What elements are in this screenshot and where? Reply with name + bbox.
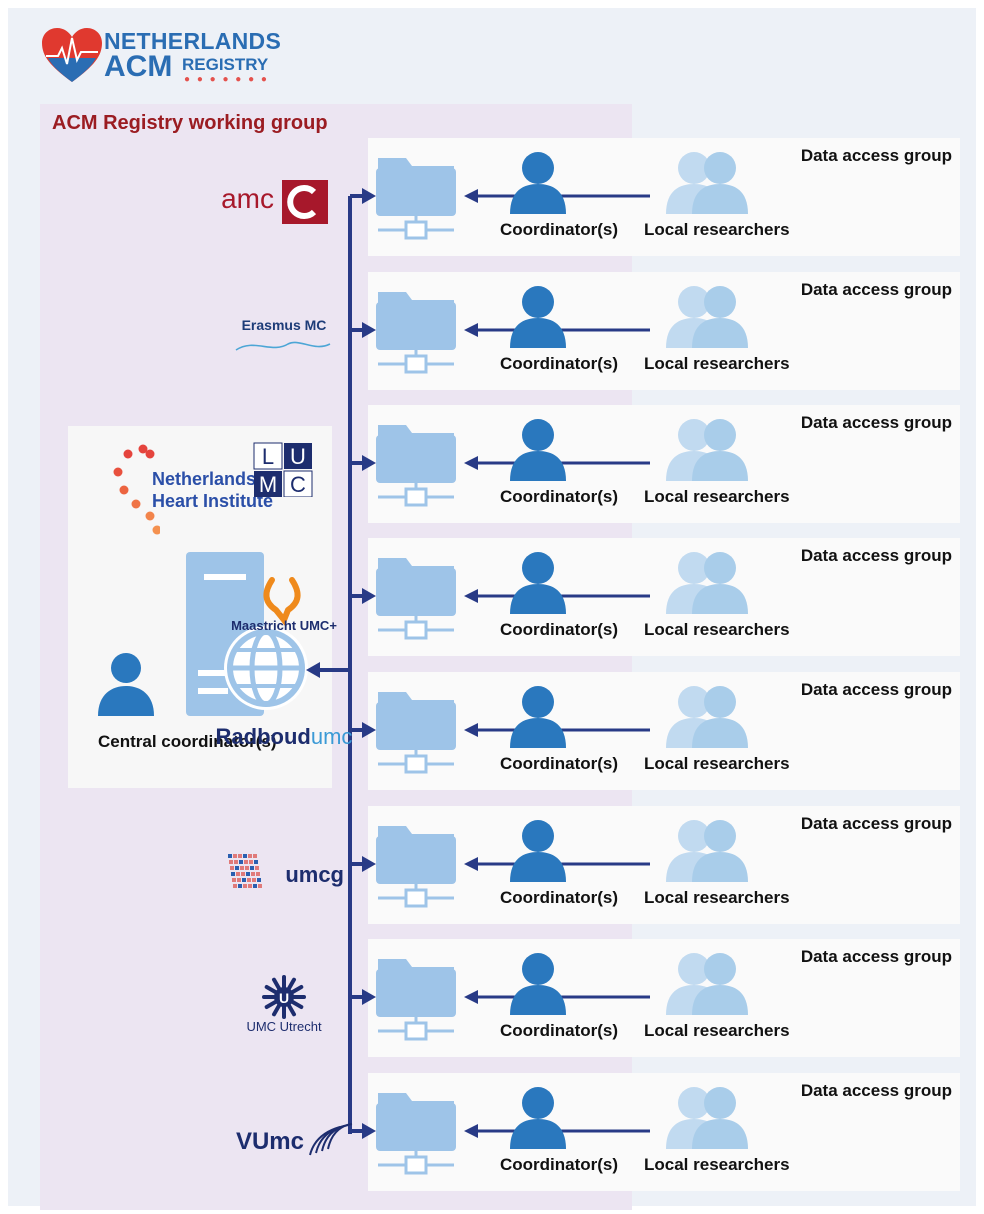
data-access-group-label: Data access group: [800, 947, 952, 966]
institute-name: Netherlands Heart Institute: [152, 468, 273, 512]
coordinator-label: Coordinator(s): [500, 220, 619, 239]
lumc-letter: L: [262, 444, 274, 469]
row-flow-icons: [350, 552, 748, 640]
data-access-group-label: Data access group: [800, 680, 952, 699]
local-researchers-label: Local researchers: [644, 888, 790, 907]
data-access-group-label: Data access group: [800, 280, 952, 299]
logo-line2: ACM: [104, 50, 173, 83]
data-access-group-label: Data access group: [800, 146, 952, 165]
lumc-letter: C: [290, 472, 306, 497]
logo-line1: NETHERLANDS: [104, 28, 282, 54]
institution-name: amc: [221, 183, 274, 214]
data-access-group-label: Data access group: [800, 814, 952, 833]
logo-line3: REGISTRY: [182, 55, 269, 74]
row-flow-icons: [350, 1087, 748, 1175]
utrecht-letter: U: [279, 990, 289, 1006]
local-researchers-label: Local researchers: [644, 754, 790, 773]
institution-logo-5: umcg: [228, 854, 344, 888]
institution-name: UMC Utrecht: [246, 1019, 322, 1031]
institution-logo-1: Erasmus MC: [235, 317, 331, 351]
institution-logo-4: Radboudumc: [216, 724, 353, 749]
central-coordinator-label: Central coordinator(s): [98, 732, 277, 751]
local-researchers-label: Local researchers: [644, 1155, 790, 1174]
data-access-group-label: Data access group: [800, 413, 952, 432]
local-researchers-label: Local researchers: [644, 487, 790, 506]
heart-logo-icon: [42, 28, 102, 82]
coordinator-label: Coordinator(s): [500, 620, 619, 639]
institution-logo-0: amc: [221, 180, 328, 224]
lumc-letter: U: [290, 444, 306, 469]
institution-name: Radboudumc: [216, 724, 353, 749]
nhi-dots-icon: [113, 444, 160, 535]
institution-logo-7: VUmc: [236, 1123, 353, 1156]
coordinator-label: Coordinator(s): [500, 354, 619, 373]
local-researchers-label: Local researchers: [644, 1021, 790, 1040]
institution-name: umcg: [285, 862, 344, 887]
row-flow-icons: [350, 286, 748, 374]
local-researchers-label: Local researchers: [644, 354, 790, 373]
working-group-title: ACM Registry working group: [52, 112, 328, 134]
local-researchers-label: Local researchers: [644, 220, 790, 239]
institute-line2: Heart Institute: [152, 491, 274, 511]
coordinator-label: Coordinator(s): [500, 487, 619, 506]
row-flow-icons: [350, 152, 748, 240]
local-researchers-label: Local researchers: [644, 620, 790, 639]
row-flow-icons: [350, 419, 748, 507]
institution-name: Erasmus MC: [242, 317, 327, 333]
data-access-group-label: Data access group: [800, 1081, 952, 1100]
central-server-icon: [98, 552, 308, 716]
institution-name: Maastricht UMC+: [231, 618, 337, 630]
data-access-group-label: Data access group: [800, 546, 952, 565]
coordinator-label: Coordinator(s): [500, 1021, 619, 1040]
row-flow-icons: [350, 686, 748, 774]
institution-logo-3: Maastricht UMC+: [231, 577, 337, 630]
coordinator-label: Coordinator(s): [500, 1155, 619, 1174]
row-flow-icons: [350, 820, 748, 908]
logo-dots: ● ● ● ● ● ● ●: [184, 74, 269, 85]
coordinator-label: Coordinator(s): [500, 754, 619, 773]
institution-logo-6: U UMC Utrecht: [246, 975, 322, 1031]
row-flow-icons: [350, 953, 748, 1041]
institution-name: VUmc: [236, 1128, 304, 1155]
lumc-letter: M: [259, 472, 277, 497]
coordinator-label: Coordinator(s): [500, 888, 619, 907]
institute-line1: Netherlands: [152, 469, 257, 489]
